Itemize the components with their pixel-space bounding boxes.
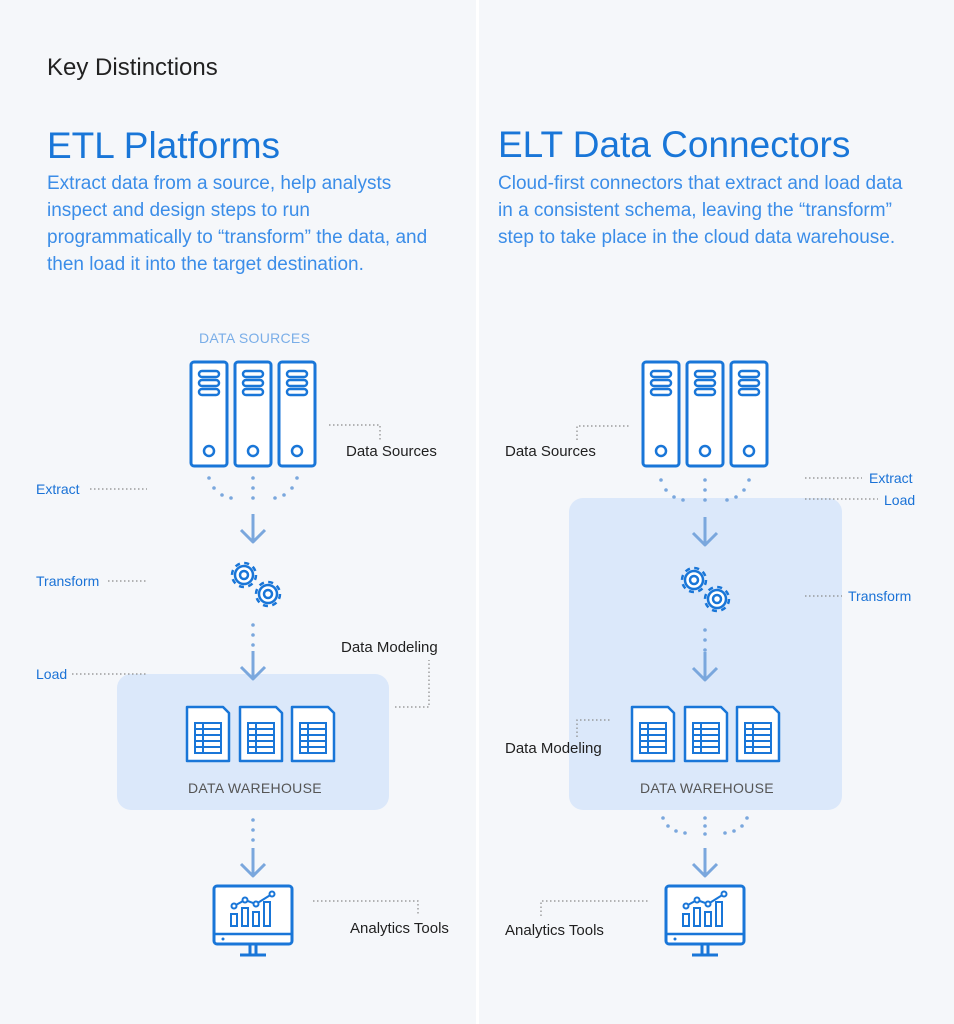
elt-monitor-icon	[664, 884, 746, 957]
etl-analytics-label: Analytics Tools	[350, 920, 449, 937]
elt-gears-icon	[680, 566, 731, 613]
etl-load-label: Load	[36, 666, 68, 682]
elt-transform-label: Transform	[848, 588, 912, 604]
elt-data-sources-label: Data Sources	[505, 443, 596, 460]
etl-sheet-icons	[185, 705, 336, 763]
page-eyebrow: Key Distinctions	[47, 54, 218, 81]
etl-title: ETL Platforms	[47, 125, 281, 166]
elt-extract-label: Extract	[869, 470, 913, 486]
elt-data-modeling-label: Data Modeling	[505, 740, 602, 757]
etl-transform-label: Transform	[36, 573, 100, 589]
etl-extract-label: Extract	[36, 481, 80, 497]
etl-server-icons	[189, 360, 317, 468]
elt-analytics-label: Analytics Tools	[505, 922, 604, 939]
elt-title: ELT Data Connectors	[498, 124, 851, 165]
column-divider	[476, 0, 479, 1024]
etl-description: Extract data from a source, help analyst…	[47, 173, 428, 275]
etl-warehouse-caption: DATA WAREHOUSE	[188, 780, 322, 796]
elt-description: Cloud-first connectors that extract and …	[498, 173, 903, 248]
etl-monitor-icon	[212, 884, 294, 957]
etl-gears-icon	[230, 561, 282, 608]
elt-warehouse-caption: DATA WAREHOUSE	[640, 780, 774, 796]
etl-data-sources-caption: DATA SOURCES	[199, 330, 311, 346]
elt-server-icons	[641, 360, 769, 468]
elt-sheet-icons	[630, 705, 781, 763]
elt-load-label: Load	[884, 492, 916, 508]
etl-data-modeling-label: Data Modeling	[341, 639, 438, 656]
etl-data-sources-label: Data Sources	[346, 443, 437, 460]
